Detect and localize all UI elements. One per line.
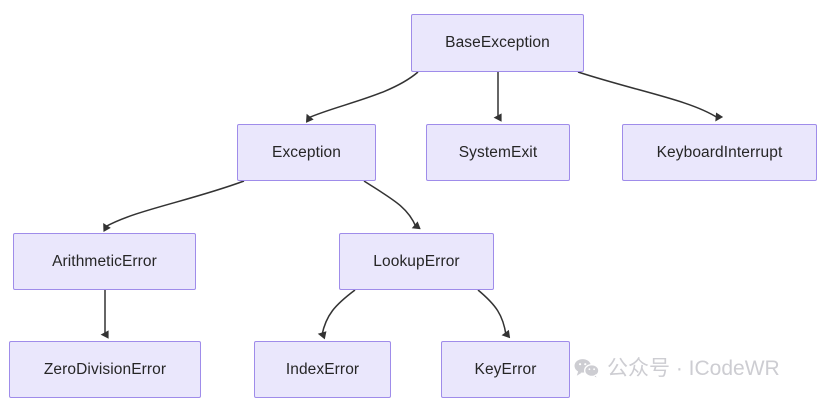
edge-baseexception-to-keyboardinterrupt: [577, 71, 724, 122]
node-systemexit[interactable]: SystemExit: [426, 124, 570, 181]
edge-exception-to-arithmeticerror: [103, 180, 245, 233]
node-indexerror[interactable]: IndexError: [254, 341, 391, 398]
node-lookuperror[interactable]: LookupError: [339, 233, 494, 290]
wechat-icon: [574, 357, 600, 380]
node-label: ZeroDivisionError: [43, 360, 167, 378]
node-exception[interactable]: Exception: [237, 124, 376, 181]
node-label: LookupError: [373, 252, 460, 270]
node-label: KeyError: [474, 360, 537, 378]
edge-lookuperror-to-indexerror: [317, 289, 356, 340]
edge-path-group: [100, 71, 724, 340]
node-zerodivisionerror[interactable]: ZeroDivisionError: [9, 341, 201, 398]
node-arithmeticerror[interactable]: ArithmeticError: [13, 233, 196, 290]
node-label: SystemExit: [458, 143, 538, 161]
node-keyboardinterrupt[interactable]: KeyboardInterrupt: [622, 124, 817, 181]
node-keyerror[interactable]: KeyError: [441, 341, 570, 398]
node-label: BaseException: [445, 34, 550, 52]
edge-baseexception-to-exception: [305, 71, 419, 123]
node-label: ArithmeticError: [52, 252, 157, 270]
node-baseexception[interactable]: BaseException: [411, 14, 584, 72]
node-label: KeyboardInterrupt: [656, 143, 783, 161]
edge-exception-to-lookuperror: [363, 180, 421, 230]
node-label: Exception: [272, 143, 341, 161]
watermark-text: 公众号 · ICodeWR: [607, 356, 780, 380]
node-label: IndexError: [285, 360, 360, 378]
edge-lookuperror-to-keyerror: [477, 289, 511, 339]
wechat-watermark: 公众号 · ICodeWR: [574, 356, 780, 380]
